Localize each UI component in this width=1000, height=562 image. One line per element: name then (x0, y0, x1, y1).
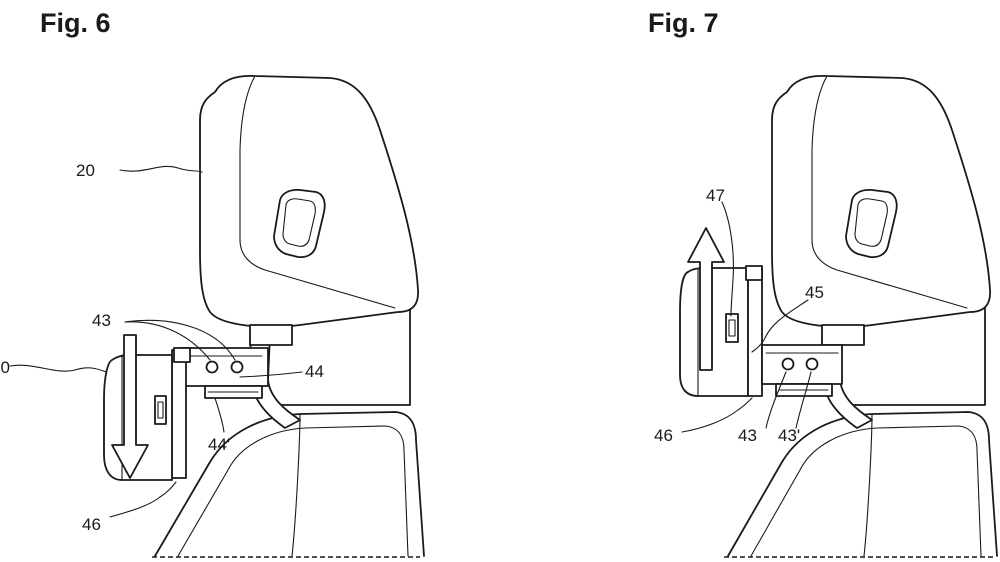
fig7-seat-back (724, 412, 997, 557)
leader-46 (110, 482, 176, 517)
figure-7-title: Fig. 7 (648, 8, 719, 38)
fig7-bracket (746, 266, 762, 396)
label-43-prime: 43' (778, 426, 800, 445)
label-20: 20 (76, 161, 95, 180)
fig7-latch-housing (762, 345, 842, 396)
label-45: 45 (805, 283, 824, 302)
label-47: 47 (706, 186, 725, 205)
label-40: 40 (0, 358, 10, 377)
label-43: 43 (92, 311, 111, 330)
leader-40 (10, 365, 106, 372)
label-44: 44 (305, 362, 324, 381)
fig6-headrest-cushion (200, 76, 418, 327)
leader-44p (215, 398, 224, 432)
fig6-seat-back (152, 412, 424, 557)
figure-7: Fig. 7 (648, 8, 997, 557)
leader-20 (120, 166, 202, 172)
figure-6: Fig. 6 (0, 8, 424, 557)
label-43: 43 (738, 426, 757, 445)
label-44-prime: 44' (208, 435, 230, 454)
fig7-mount-block (822, 325, 864, 345)
label-46: 46 (654, 426, 673, 445)
label-46: 46 (82, 515, 101, 534)
fig7-accessory-module (680, 268, 748, 396)
fig6-mount-block (250, 325, 292, 345)
figure-6-title: Fig. 6 (40, 8, 111, 38)
fig6-latch-housing (180, 348, 268, 398)
